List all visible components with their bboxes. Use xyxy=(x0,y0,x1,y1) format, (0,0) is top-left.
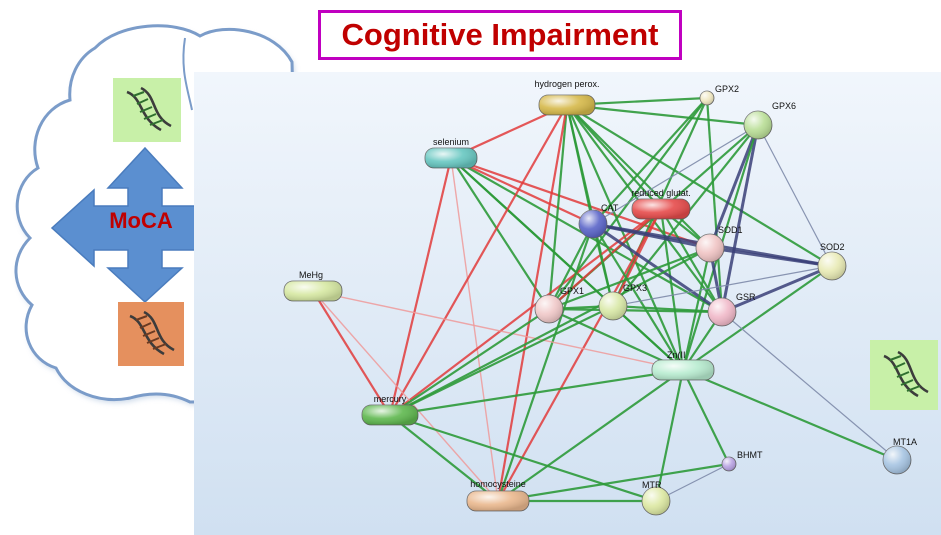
edge-mehg-homocysteine xyxy=(312,290,499,502)
edge-cat-zn xyxy=(592,223,684,371)
edge-sod2-gpx3 xyxy=(612,265,833,307)
edge-mercury-sod1 xyxy=(389,247,711,416)
edge-hydrogen_perox-homocysteine xyxy=(496,104,569,502)
node-gpx6[interactable]: GPX6 xyxy=(743,101,796,140)
edge-mercury-homocysteine xyxy=(389,414,499,502)
edge-hydrogen_perox-sod2 xyxy=(566,104,833,267)
edge-sod1-gpx1 xyxy=(548,246,711,311)
edge-gpx6-sod1 xyxy=(708,124,760,249)
edge-gpx3-gsr xyxy=(612,304,723,314)
edge-sod1-zn xyxy=(681,247,712,371)
edge-gpx2-gsr xyxy=(705,97,724,313)
node-label-mt1a: MT1A xyxy=(893,437,917,447)
edge-zn-mt1a xyxy=(682,368,898,462)
node-label-sod1: SOD1 xyxy=(718,225,743,235)
edge-gpx1-mercury xyxy=(389,308,550,416)
node-zn[interactable]: Zn(II xyxy=(651,350,715,381)
edge-mercury-mtr xyxy=(389,413,657,503)
edge-sod2-gsr xyxy=(721,264,833,314)
dna-icon-bottom xyxy=(118,302,184,366)
dna-icon-right xyxy=(870,340,938,410)
moca-label: MoCA xyxy=(109,208,173,233)
edge-hydrogen_perox-sod1 xyxy=(566,104,711,249)
node-reduced_glutat[interactable]: reduced glutat. xyxy=(631,188,691,220)
node-label-selenium: selenium xyxy=(433,137,469,147)
edge-sod2-zn xyxy=(682,265,833,371)
edge-gpx6-gsr xyxy=(720,124,760,313)
node-label-cat: CAT xyxy=(601,203,619,213)
node-label-mtr: MTR xyxy=(642,480,662,490)
edge-hydrogen_perox-gpx1 xyxy=(547,104,569,310)
edge-sod1-sod2 xyxy=(709,246,833,268)
edge-gpx6-sod2 xyxy=(757,124,833,267)
page-title: Cognitive Impairment xyxy=(341,17,659,52)
edge-hydrogen_perox-gpx6 xyxy=(566,103,759,127)
node-label-homocysteine: homocysteine xyxy=(470,479,526,489)
edge-reduced_glutat-gsr xyxy=(660,208,723,313)
node-hydrogen_perox[interactable]: hydrogen perox. xyxy=(534,79,600,116)
edge-reduced_glutat-gpx1 xyxy=(548,208,662,310)
edge-hydrogen_perox-reduced_glutat xyxy=(566,104,662,210)
node-label-mercury: mercury xyxy=(374,394,407,404)
edge-zn-bhmt xyxy=(682,369,730,465)
edge-zn-mtr xyxy=(654,369,685,502)
edge-selenium-homocysteine xyxy=(450,157,499,502)
node-label-hydrogen_perox: hydrogen perox. xyxy=(534,79,599,89)
edge-zn-mercury xyxy=(389,368,684,417)
edge-selenium-mercury xyxy=(388,157,453,416)
edge-selenium-sod1 xyxy=(450,156,711,250)
node-mehg[interactable]: MeHg xyxy=(283,270,343,302)
node-gpx2[interactable]: GPX2 xyxy=(699,84,739,106)
node-label-gpx3: GPX3 xyxy=(623,283,647,293)
node-homocysteine[interactable]: homocysteine xyxy=(466,479,530,512)
node-label-sod2: SOD2 xyxy=(820,242,845,252)
node-label-gpx1: GPX1 xyxy=(560,286,584,296)
node-cat[interactable]: CAT xyxy=(578,203,619,239)
edge-hydrogen_perox-mercury xyxy=(389,104,568,416)
node-gsr[interactable]: GSR xyxy=(707,292,756,327)
edge-cat-homocysteine xyxy=(496,223,595,502)
edge-gpx6-cat xyxy=(592,124,759,225)
edge-reduced_glutat-homocysteine xyxy=(497,208,662,502)
node-mt1a[interactable]: MT1A xyxy=(882,437,917,475)
edge-cat-gpx1 xyxy=(548,223,594,310)
edge-mehg-mercury xyxy=(312,290,391,416)
node-mercury[interactable]: mercury xyxy=(361,394,419,426)
node-selenium[interactable]: selenium xyxy=(424,137,478,169)
edge-selenium-gpx1 xyxy=(450,157,550,310)
edge-homocysteine-bhmt xyxy=(497,462,730,503)
edge-reduced_glutat-mercury xyxy=(389,208,662,416)
node-label-mehg: MeHg xyxy=(299,270,323,280)
edge-gpx3-zn xyxy=(612,305,684,371)
node-label-reduced_glutat: reduced glutat. xyxy=(631,188,691,198)
node-sod2[interactable]: SOD2 xyxy=(817,242,847,281)
edge-gsr-mt1a xyxy=(721,311,898,461)
node-sod1[interactable]: SOD1 xyxy=(695,225,743,263)
edge-gpx2-cat xyxy=(592,97,708,225)
title-box: Cognitive Impairment xyxy=(318,10,682,60)
node-bhmt[interactable]: BHMT xyxy=(721,450,763,472)
node-gpx3[interactable]: GPX3 xyxy=(598,283,647,321)
node-gpx1[interactable]: GPX1 xyxy=(534,286,584,324)
edge-mehg-zn xyxy=(312,290,684,371)
node-label-gpx2: GPX2 xyxy=(715,84,739,94)
node-label-bhmt: BHMT xyxy=(737,450,763,460)
node-label-gpx6: GPX6 xyxy=(772,101,796,111)
dna-icon-top xyxy=(113,78,181,142)
node-mtr[interactable]: MTR xyxy=(641,480,671,516)
node-label-zn: Zn(II xyxy=(667,350,686,360)
edge-selenium-cat xyxy=(450,157,594,225)
edge-zn-homocysteine xyxy=(497,369,684,502)
node-label-gsr: GSR xyxy=(736,292,756,302)
